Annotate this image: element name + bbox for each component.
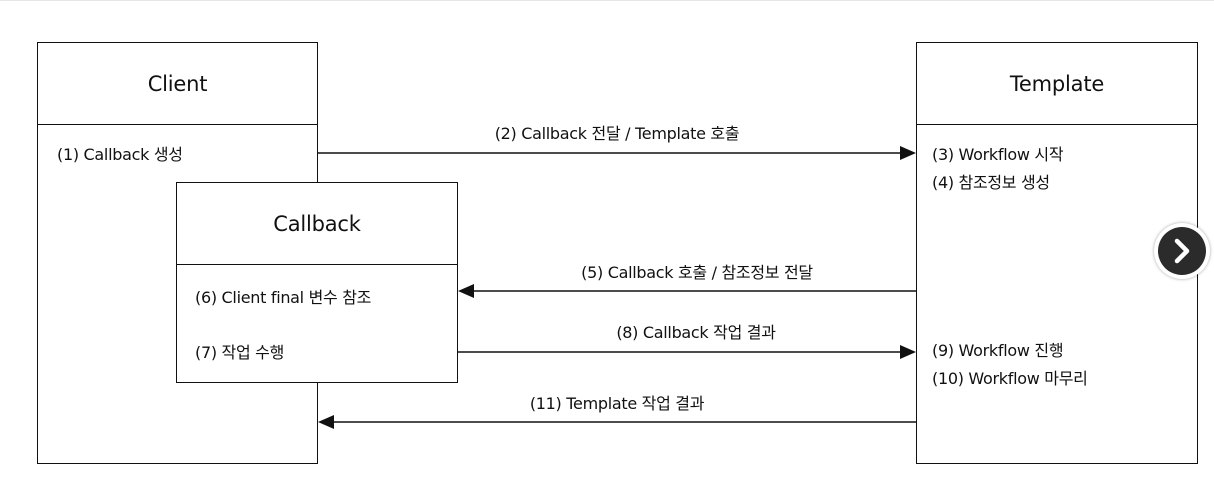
template-step-4: (4) 참조정보 생성 (932, 173, 1050, 192)
template-step-9: (9) Workflow 진행 (932, 341, 1064, 360)
template-step-3: (3) Workflow 시작 (932, 145, 1064, 164)
client-step-1: (1) Callback 생성 (57, 145, 183, 164)
arrow-8 (458, 345, 916, 359)
template-step-10: (10) Workflow 마무리 (932, 369, 1088, 388)
chevron-right-icon (1174, 238, 1190, 264)
arrow-11 (318, 415, 916, 429)
arrow-11-label: (11) Template 작업 결과 (529, 394, 705, 413)
template-box: Template (916, 42, 1198, 464)
callback-title: Callback (177, 183, 457, 265)
client-title: Client (38, 43, 317, 125)
callback-step-7: (7) 작업 수행 (195, 343, 285, 362)
arrow-2 (318, 146, 916, 160)
callback-step-6: (6) Client final 변수 참조 (195, 288, 372, 307)
arrow-5 (458, 284, 916, 298)
next-slide-button[interactable] (1154, 223, 1210, 279)
template-title: Template (917, 43, 1197, 125)
top-divider (0, 0, 1214, 1)
arrow-5-label: (5) Callback 호출 / 참조정보 전달 (581, 263, 813, 282)
arrow-8-label: (8) Callback 작업 결과 (616, 323, 776, 342)
arrow-2-label: (2) Callback 전달 / Template 호출 (494, 124, 740, 143)
next-slide-button-face[interactable] (1158, 227, 1206, 275)
callback-box: Callback (176, 182, 458, 383)
